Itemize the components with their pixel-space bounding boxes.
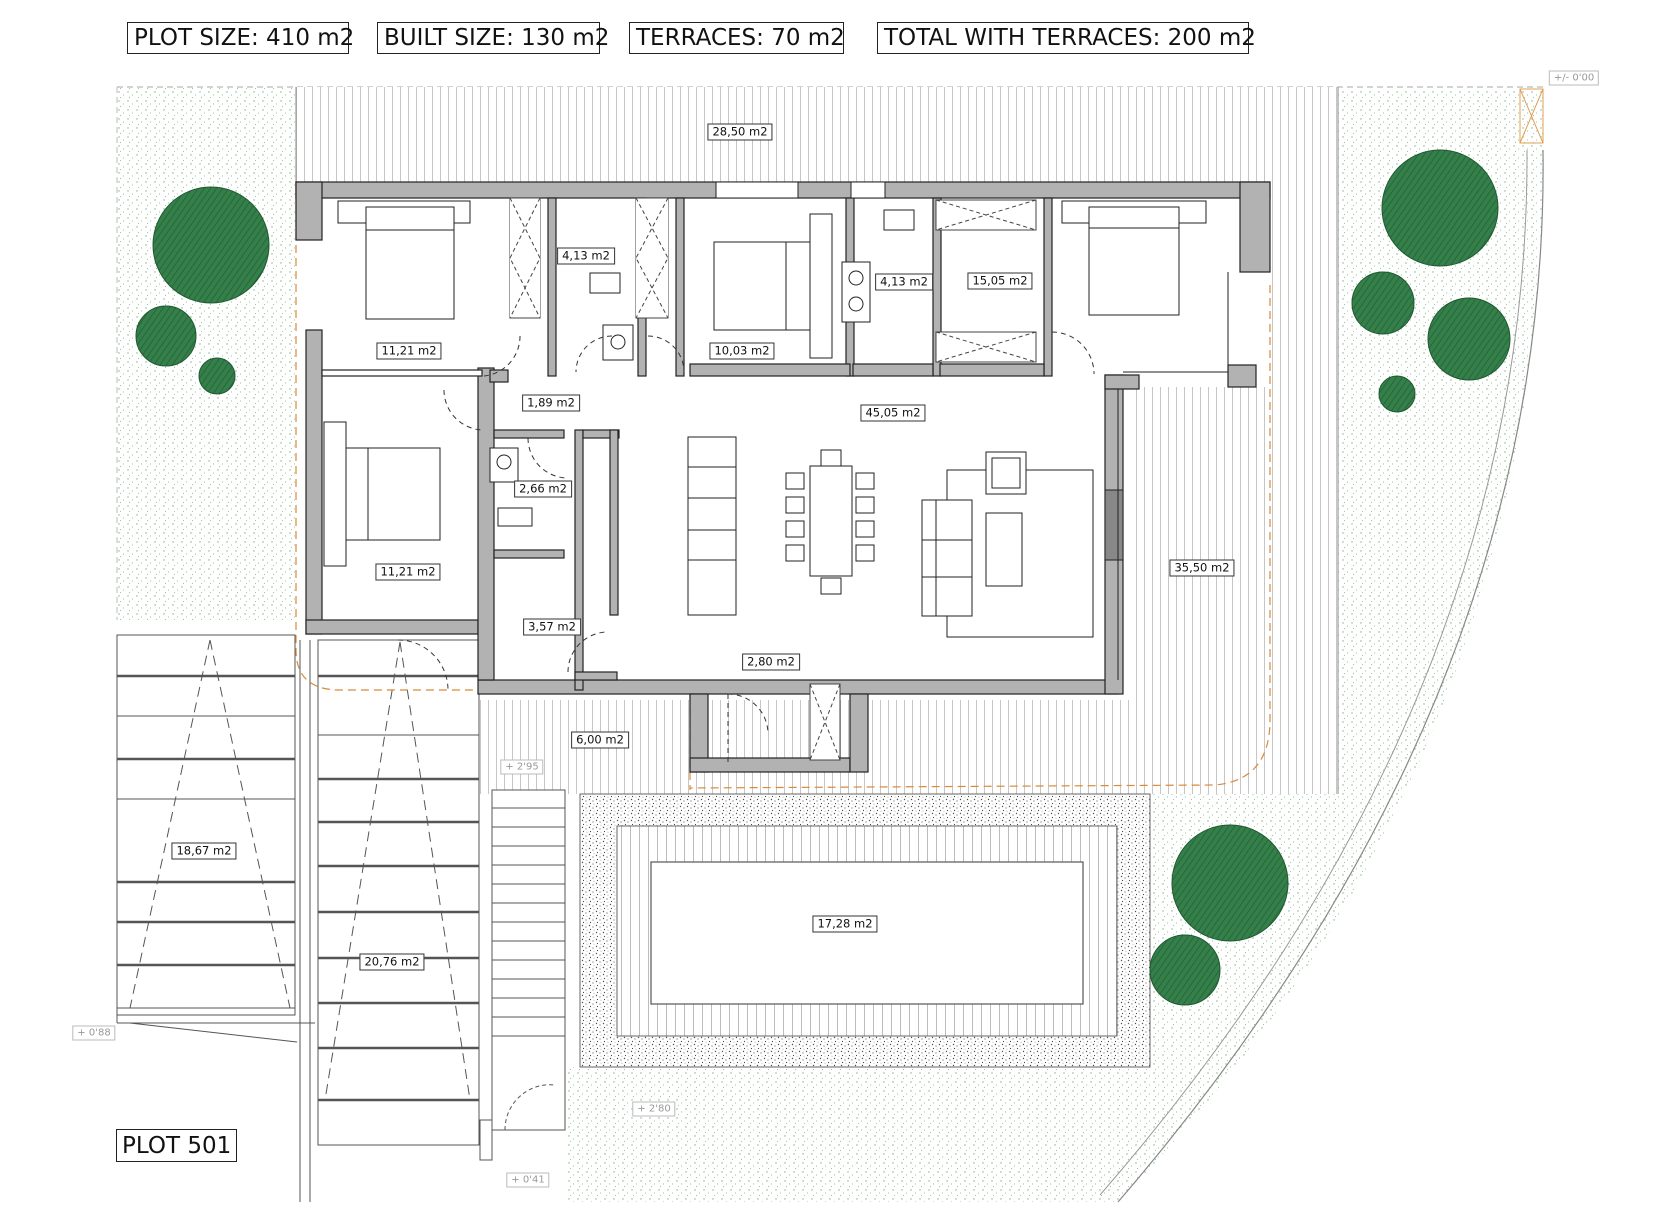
window bbox=[1104, 489, 1124, 561]
wardrobes bbox=[509, 197, 1037, 761]
plot-number-label: PLOT 501 bbox=[116, 1129, 238, 1162]
level-top-right: +/- 0'00 bbox=[1548, 70, 1600, 86]
lounge bbox=[921, 451, 1094, 638]
level-west: + 0'88 bbox=[72, 1025, 116, 1041]
area-front-terrace: 6,00 m2 bbox=[571, 731, 629, 749]
north-terrace-deck bbox=[296, 87, 1338, 182]
tree-icon bbox=[152, 186, 270, 304]
tree-icon bbox=[135, 305, 197, 367]
stairs-west bbox=[116, 634, 315, 1043]
east-deck-strip bbox=[1270, 182, 1338, 794]
built-size-label: BUILT SIZE: 130 m2 bbox=[377, 22, 609, 54]
area-laundry: 3,57 m2 bbox=[523, 618, 581, 636]
kitchen-island bbox=[687, 436, 737, 616]
area-bedroom-nw: 11,21 m2 bbox=[376, 342, 442, 360]
area-hall: 1,89 m2 bbox=[522, 394, 580, 412]
tree-icon bbox=[1427, 297, 1511, 381]
area-pool: 17,28 m2 bbox=[812, 915, 878, 933]
level-entry: + 2'95 bbox=[500, 759, 544, 775]
terraces-label: TERRACES: 70 m2 bbox=[629, 22, 845, 54]
plot-size-label: PLOT SIZE: 410 m2 bbox=[127, 22, 354, 54]
area-garden-west: 18,67 m2 bbox=[171, 842, 237, 860]
window bbox=[850, 181, 886, 199]
garden-east bbox=[565, 89, 1544, 1203]
level-marker-corner bbox=[1519, 88, 1544, 144]
tree-icon bbox=[1381, 149, 1499, 267]
area-bath-1: 4,13 m2 bbox=[557, 247, 615, 265]
bed-west bbox=[323, 421, 441, 567]
tree-icon bbox=[1149, 934, 1221, 1006]
window bbox=[715, 181, 799, 199]
area-north-terrace: 28,50 m2 bbox=[707, 123, 773, 141]
bed-nw bbox=[337, 200, 471, 320]
trees bbox=[135, 149, 1511, 1006]
bed-north bbox=[713, 213, 833, 359]
tree-icon bbox=[1351, 271, 1415, 335]
level-bottom: + 0'41 bbox=[506, 1172, 550, 1188]
stairs-entry bbox=[479, 789, 566, 1161]
area-east-terrace: 35,50 m2 bbox=[1169, 559, 1235, 577]
level-south: + 2'80 bbox=[632, 1101, 676, 1117]
tree-icon bbox=[1171, 824, 1289, 942]
area-bedroom-north: 10,03 m2 bbox=[709, 342, 775, 360]
total-label: TOTAL WITH TERRACES: 200 m2 bbox=[877, 22, 1256, 54]
house-walls bbox=[295, 181, 1271, 773]
area-garden-stairs: 20,76 m2 bbox=[359, 953, 425, 971]
area-bath-3: 2,66 m2 bbox=[514, 480, 572, 498]
area-living: 45,05 m2 bbox=[860, 404, 926, 422]
area-bedroom-west: 11,21 m2 bbox=[375, 563, 441, 581]
stairs-middle bbox=[299, 639, 480, 1202]
bed-ne bbox=[1061, 200, 1207, 316]
tree-icon bbox=[1378, 375, 1416, 413]
area-bath-2: 4,13 m2 bbox=[875, 273, 933, 291]
dining-table bbox=[785, 449, 875, 595]
area-dressing: 15,05 m2 bbox=[967, 272, 1033, 290]
bath-fixtures bbox=[489, 209, 915, 527]
tree-icon bbox=[198, 357, 236, 395]
area-entrance: 2,80 m2 bbox=[742, 653, 800, 671]
door-swings bbox=[397, 331, 1095, 762]
